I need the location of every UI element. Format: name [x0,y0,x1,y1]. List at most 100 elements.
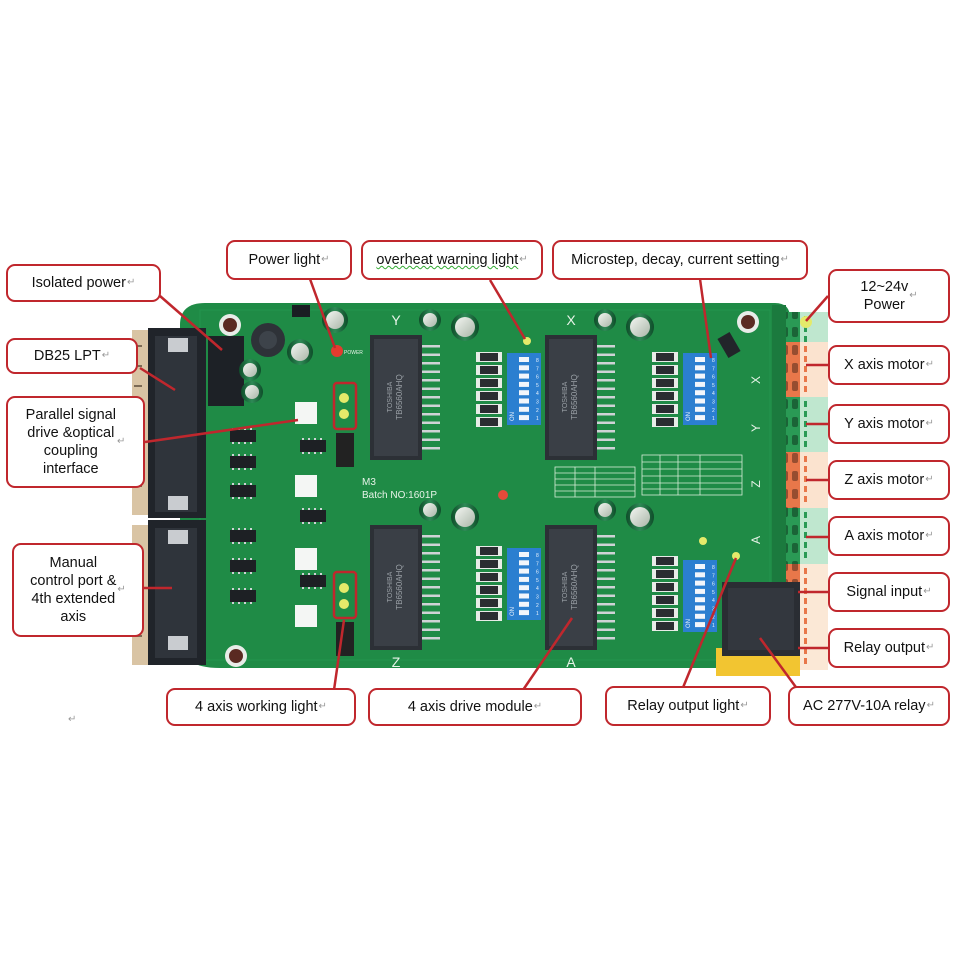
smd-ic [230,588,256,604]
leader-power-light [308,278,337,349]
callout-a-axis-motor: A axis motor↵ [828,516,950,556]
smd-ic [230,558,256,574]
return-mark: ↵ [925,530,934,541]
power-resistor [652,417,678,427]
axis-label: A [566,654,576,670]
dip-number: 7 [712,366,715,372]
return-mark: ↵ [926,642,935,653]
callout-relay-output-light: Relay output light↵ [605,686,771,726]
leader-lines [139,278,829,691]
dip-on-label: ON [510,607,516,616]
pcb-outline [180,303,790,668]
power-resistor [476,417,502,427]
power-resistor [476,391,502,401]
return-mark: ↵ [116,436,126,447]
power-resistor [476,611,502,621]
dip-number: 3 [712,400,715,406]
callout-signal-input: Signal input↵ [828,572,950,612]
diode [717,331,741,359]
callout-text: Y axis motor [844,416,925,432]
chip-part: TB6560AHQ [570,374,579,419]
dip-number: 2 [712,615,715,621]
board-model: M3 [362,477,376,488]
return-mark: ↵ [126,277,136,288]
return-mark: ↵ [101,350,111,361]
callout-text: Relay output [843,640,926,656]
return-mark: ↵ [117,584,126,595]
return-mark: ↵ [925,359,934,370]
mounting-hole [737,311,759,333]
return-mark: ↵ [519,254,528,265]
capacitor [239,359,261,381]
power-resistor [652,365,678,375]
dip-number: 3 [536,595,539,601]
dip-number: 2 [712,408,715,414]
axis-label: Y [391,312,401,328]
callout-text: Relay output light [627,698,740,714]
dip-number: 2 [536,408,539,414]
power-resistor [476,559,502,569]
working-light-highlight-top [332,381,358,431]
return-mark: ↵ [925,474,934,485]
leader-microstep [698,278,713,359]
dip-number: 5 [712,590,715,596]
leader-overheat [488,279,527,340]
return-mark: ↵ [926,700,935,711]
return-mark: ↵ [780,254,789,265]
optocoupler [295,605,317,627]
leader-isolated-power [159,295,223,351]
working-led [339,583,349,593]
dip-number: 1 [536,611,539,617]
leader-12-24v [805,295,829,322]
power-resistor [652,404,678,414]
callout-power-light: Power light↵ [226,240,352,280]
chip-brand: TOSHIBA [562,571,569,602]
dip-number: 5 [712,383,715,389]
axis-label: Z [392,654,401,670]
terminal-x-axis [786,342,828,397]
callout-text: 4 axis working light [195,699,318,715]
dip-number: 8 [536,358,539,364]
working-led [339,393,349,403]
power-resistor [652,582,678,592]
callout-isolated-power: Isolated power↵ [6,264,161,302]
dip-number: 8 [712,358,715,364]
leader-drive [521,617,574,691]
silkscreen-setting-table [554,454,743,498]
callout-parallel-signal: Parallel signal drive &optical coupling … [6,396,145,488]
dip-number: 3 [712,607,715,613]
dip-number: 3 [536,400,539,406]
capacitor [419,309,441,331]
callout-x-axis-motor: X axis motor↵ [828,345,950,385]
capacitor [594,309,616,331]
callout-12-24v-power: 12~24v Power↵ [828,269,950,323]
dip-number: 7 [712,573,715,579]
stray-return-mark: ↵ [68,714,77,725]
dip-number: 8 [712,565,715,571]
smd-ic [230,483,256,499]
capacitor [451,503,479,531]
dip-number: 1 [712,623,715,629]
chip-brand: TOSHIBA [387,571,394,602]
test-point [498,490,508,500]
dip-number: 6 [536,570,539,576]
dip-number: 5 [536,578,539,584]
return-mark: ↵ [318,701,327,712]
power-resistor [476,352,502,362]
return-mark: ↵ [321,254,330,265]
leader-ac-relay [758,637,800,691]
power-silk: POWER [344,350,363,356]
edge-axis-label: Y [749,424,763,432]
db25-manual-control-connector [132,520,206,665]
return-mark: ↵ [533,701,543,712]
callout-text: 4 axis drive module [407,699,533,715]
power-resistor [652,595,678,605]
callout-drive-module: 4 axis drive module↵ [368,688,582,726]
